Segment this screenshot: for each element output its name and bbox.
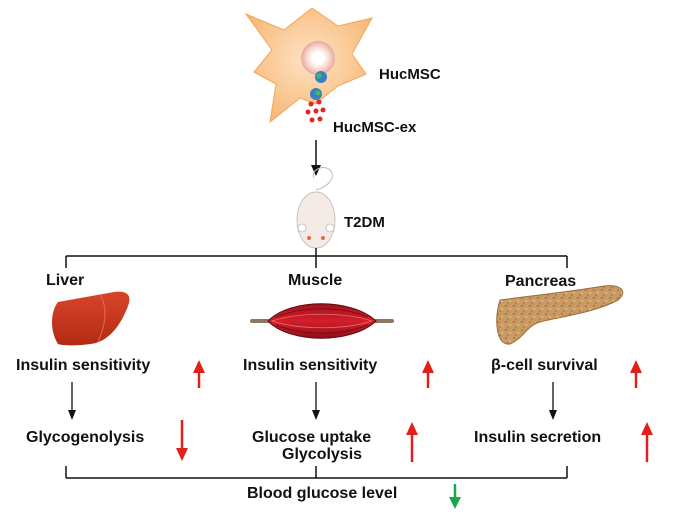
muscle-down-arrow: [312, 382, 320, 420]
pancreas-beta-cell-up-arrow: [630, 360, 642, 388]
blood-glucose-down-arrow: [449, 484, 461, 509]
muscle-insulin-sensitivity-label: Insulin sensitivity: [243, 357, 378, 374]
muscle-insulin-sensitivity-up-arrow: [422, 360, 434, 388]
pancreas-down-arrow: [549, 382, 557, 420]
liver-illustration: [52, 291, 130, 346]
pancreas-insulin-secretion-label: Insulin secretion: [474, 429, 602, 446]
muscle-glycolysis-label: Glycolysis: [282, 446, 363, 463]
blood-glucose-level-label: Blood glucose level: [247, 485, 398, 502]
organ-title-liver: Liver: [46, 272, 85, 289]
liver-insulin-sensitivity-label: Insulin sensitivity: [16, 357, 151, 374]
organ-title-pancreas: Pancreas: [505, 273, 577, 290]
branch-connector-bottom: [65, 466, 568, 479]
mouse-illustration: [296, 167, 336, 249]
t2dm-label: T2DM: [344, 214, 385, 231]
hucmsc-cell-illustration: [244, 7, 373, 124]
liver-glycogenolysis-label: Glycogenolysis: [26, 429, 145, 446]
branch-connector-top: [65, 248, 568, 268]
muscle-illustration: [250, 303, 394, 339]
pancreas-beta-cell-survival-label: β-cell survival: [491, 357, 598, 374]
liver-insulin-sensitivity-up-arrow: [193, 360, 205, 388]
pancreas-insulin-secretion-up-arrow: [641, 422, 653, 462]
muscle-glucose-uptake-up-arrow: [406, 422, 418, 462]
liver-down-arrow: [68, 382, 76, 420]
exosome-dots: [305, 99, 326, 123]
organ-title-muscle: Muscle: [288, 272, 343, 289]
hucmsc-label: HucMSC: [379, 66, 441, 83]
liver-glycogenolysis-down-arrow: [176, 420, 188, 461]
muscle-glucose-uptake-label: Glucose uptake: [252, 429, 372, 446]
secreted-vesicles: [310, 71, 327, 100]
pancreas-illustration: [496, 285, 624, 345]
hucmsc-ex-label: HucMSC-ex: [333, 119, 417, 136]
